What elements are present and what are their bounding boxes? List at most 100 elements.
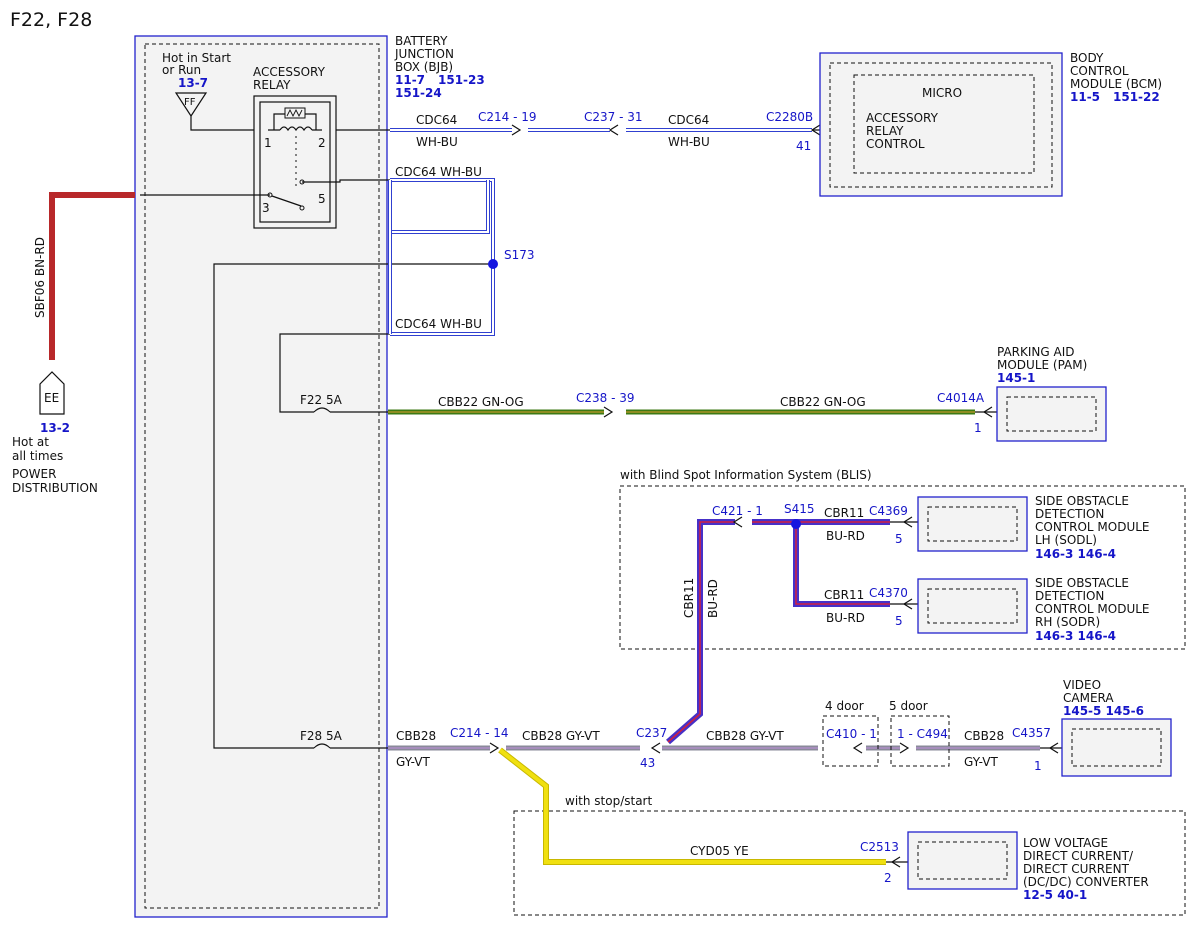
sodl-inner-dash bbox=[927, 506, 1018, 542]
stopstart-title: with stop/start bbox=[565, 794, 652, 808]
bjb-name-2: JUNCTION bbox=[394, 47, 454, 61]
dcdc-name-3: DIRECT CURRENT bbox=[1023, 862, 1130, 876]
sodr-box bbox=[917, 578, 1028, 634]
c4014a-label: C4014A bbox=[937, 391, 985, 405]
dcdc-inner-dash bbox=[917, 841, 1008, 880]
c4369-label: C4369 bbox=[869, 504, 908, 518]
sodr-ref: 146-3 146-4 bbox=[1035, 629, 1116, 643]
dcdc-ref: 12-5 40-1 bbox=[1023, 888, 1087, 902]
c4370-pin: 5 bbox=[895, 614, 903, 628]
relay-label-1: ACCESSORY bbox=[253, 65, 326, 79]
c494-arrow-icon bbox=[899, 742, 910, 754]
c214-19-arrow-icon bbox=[511, 124, 522, 136]
bjb-ref-3: 151-24 bbox=[395, 86, 442, 100]
f28-feed-wire bbox=[213, 263, 493, 749]
c421-1-label: C421 - 1 bbox=[712, 504, 763, 518]
gy-vt-label-d: GY-VT bbox=[964, 755, 998, 769]
bu-rd-label-lh: BU-RD bbox=[826, 529, 865, 543]
sodl-name-2: DETECTION bbox=[1035, 507, 1104, 521]
cyd05-label: CYD05 YE bbox=[690, 844, 749, 858]
fuse-f28-label: F28 5A bbox=[300, 729, 343, 743]
c410-1-label: C410 - 1 bbox=[826, 727, 877, 741]
sbf06-wire bbox=[49, 192, 135, 360]
relay-pin-5: 5 bbox=[318, 192, 326, 206]
c2280b-pin: 41 bbox=[796, 139, 811, 153]
cbb28-label-a: CBB28 bbox=[396, 729, 436, 743]
c494-label: 1 - C494 bbox=[897, 727, 948, 741]
four-door-label: 4 door bbox=[825, 699, 864, 713]
sodl-box bbox=[917, 496, 1028, 552]
cbr11-wires bbox=[666, 519, 918, 745]
s415-label: S415 bbox=[784, 502, 815, 516]
wh-bu-label-a: WH-BU bbox=[416, 135, 458, 149]
c4357-pin: 1 bbox=[1034, 759, 1042, 773]
camera-name-2: CAMERA bbox=[1063, 691, 1114, 705]
c2280b-label: C2280B bbox=[766, 110, 813, 124]
c2280b-arrow-icon bbox=[810, 124, 821, 136]
cdc64-label-a: CDC64 bbox=[416, 113, 457, 127]
page-title: F22, F28 bbox=[10, 9, 92, 31]
bcm-func-2: RELAY bbox=[866, 124, 904, 138]
cbr11-label-rh: CBR11 bbox=[824, 588, 864, 602]
sodr-name-2: DETECTION bbox=[1035, 589, 1104, 603]
bjb-name-1: BATTERY bbox=[395, 34, 448, 48]
c237-label: C237 bbox=[636, 726, 667, 740]
cbb22-label-a: CBB22 GN-OG bbox=[438, 395, 524, 409]
ff-terminal-icon bbox=[174, 92, 208, 118]
camera-inner-dash bbox=[1071, 728, 1162, 767]
c4014a-pin: 1 bbox=[974, 421, 982, 435]
s173-label: S173 bbox=[504, 248, 535, 262]
c238-39-label: C238 - 39 bbox=[576, 391, 635, 405]
c2513-pin: 2 bbox=[884, 871, 892, 885]
bcm-ref-2: 151-22 bbox=[1113, 90, 1160, 104]
ee-pin-label: EE bbox=[44, 391, 59, 405]
bu-rd-label-rh: BU-RD bbox=[826, 611, 865, 625]
c4369-pin: 5 bbox=[895, 532, 903, 546]
c237-arrow-icon bbox=[650, 742, 661, 754]
bcm-ref-1: 11-5 bbox=[1070, 90, 1100, 104]
sodr-name-1: SIDE OBSTACLE bbox=[1035, 576, 1129, 590]
bcm-func-1: ACCESSORY bbox=[866, 111, 939, 125]
sbf06-wire-label: SBF06 BN-RD bbox=[33, 237, 47, 318]
ee-terminal-icon bbox=[39, 371, 65, 415]
sodr-name-3: CONTROL MODULE bbox=[1035, 602, 1150, 616]
sodr-name-4: RH (SODR) bbox=[1035, 615, 1100, 629]
wh-bu-label-b: WH-BU bbox=[668, 135, 710, 149]
stopstart-region bbox=[513, 810, 1186, 916]
power-dist-2: DISTRIBUTION bbox=[12, 481, 98, 495]
hot-start-run-1: Hot in Start bbox=[162, 51, 231, 65]
cbb28-label-d: CBB28 bbox=[964, 729, 1004, 743]
dcdc-name-1: LOW VOLTAGE bbox=[1023, 836, 1108, 850]
relay-pin-3: 3 bbox=[262, 201, 270, 215]
bjb-name-3: BOX (BJB) bbox=[395, 60, 453, 74]
cbb22-label-b: CBB22 GN-OG bbox=[780, 395, 866, 409]
fuse-f22-label: F22 5A bbox=[300, 393, 343, 407]
bjb-ref-1: 11-7 bbox=[395, 73, 425, 87]
sodr-inner-dash bbox=[927, 588, 1018, 624]
cbr11-label-vertical: CBR11 bbox=[682, 578, 696, 618]
c2513-arrow-icon bbox=[890, 856, 901, 868]
relay-coil-icon bbox=[268, 107, 322, 190]
bcm-micro-dash bbox=[853, 74, 1035, 174]
c2513-label: C2513 bbox=[860, 840, 899, 854]
pam-name-2: MODULE (PAM) bbox=[997, 358, 1087, 372]
bcm-box bbox=[819, 52, 1063, 197]
pam-name-1: PARKING AID bbox=[997, 345, 1075, 359]
cbb28-gy-vt-label-b: CBB28 GY-VT bbox=[522, 729, 600, 743]
sodl-ref: 146-3 146-4 bbox=[1035, 547, 1116, 561]
four-door-option bbox=[822, 715, 879, 767]
f22-feed-wire bbox=[279, 333, 390, 413]
bcm-func-3: CONTROL bbox=[866, 137, 925, 151]
relay-pin5-wire bbox=[302, 179, 390, 183]
power-hot-2: all times bbox=[12, 449, 63, 463]
five-door-option bbox=[890, 715, 950, 767]
cdc64-s173-loop bbox=[388, 178, 495, 336]
c237-31-arrow-icon bbox=[608, 124, 619, 136]
cbr11-label-lh: CBR11 bbox=[824, 506, 864, 520]
c410-1-arrow-icon bbox=[852, 742, 863, 754]
hot-start-run-2: or Run bbox=[162, 63, 201, 77]
relay-pin-2: 2 bbox=[318, 136, 326, 150]
c237-pin: 43 bbox=[640, 756, 655, 770]
cdc64-wh-bu-label-bottom: CDC64 WH-BU bbox=[395, 317, 482, 331]
